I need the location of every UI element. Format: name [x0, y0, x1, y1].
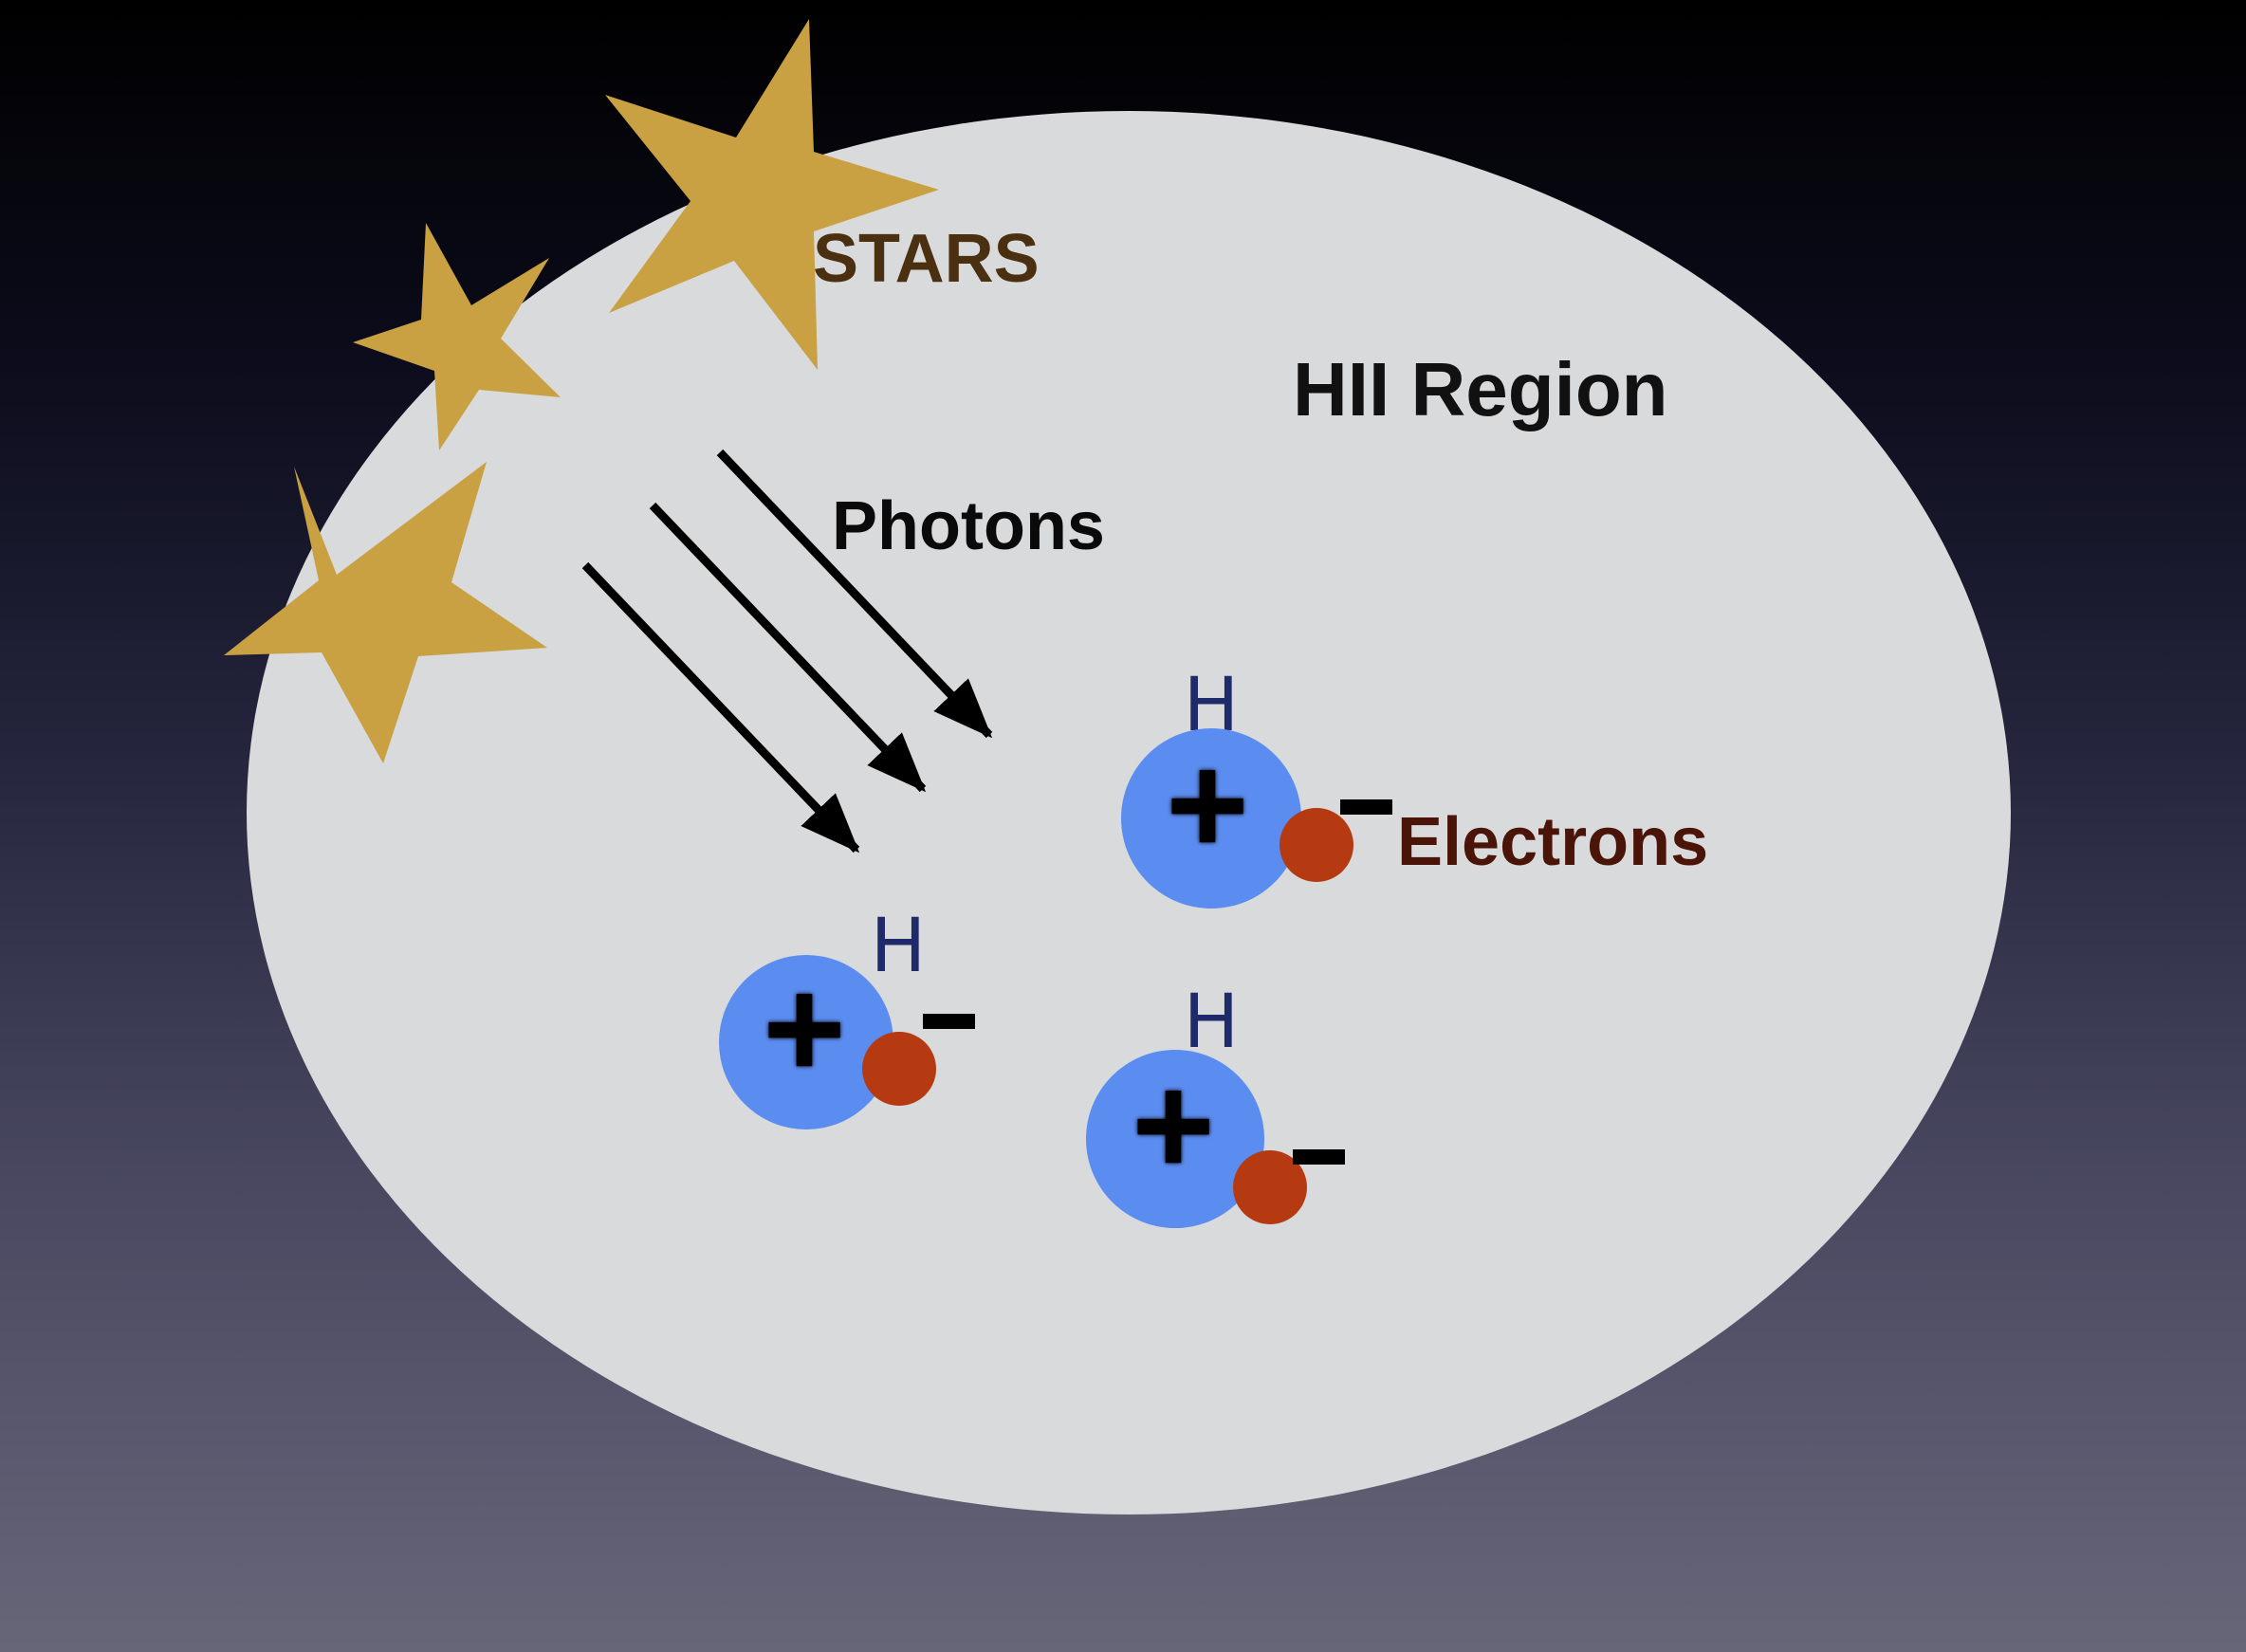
stars-group — [224, 19, 939, 763]
electrons-label: Electrons — [1397, 804, 1708, 880]
photon-arrow — [649, 502, 927, 793]
positive-charge-sign: + — [1132, 1045, 1215, 1204]
hydrogen-atom: H + + — [1086, 980, 1345, 1228]
negative-charge-sign — [1340, 799, 1392, 815]
star-large-top — [605, 19, 939, 370]
star-small-middle — [353, 223, 561, 450]
photons-label: Photons — [832, 488, 1105, 564]
positive-charge-sign: + — [763, 948, 846, 1108]
hydrogen-atom: H + + — [719, 904, 975, 1129]
hydrogen-symbol: H — [1184, 980, 1240, 1065]
positive-charge-sign: + — [1132, 1045, 1215, 1204]
photon-arrow — [716, 449, 993, 739]
electron — [1279, 808, 1353, 882]
proton-nucleus — [1121, 728, 1301, 909]
negative-charge-sign — [1293, 1149, 1345, 1165]
positive-charge-sign: + — [763, 948, 846, 1108]
positive-charge-sign: + — [1166, 725, 1249, 884]
proton-nucleus — [1086, 1050, 1264, 1228]
electron — [862, 1032, 936, 1106]
hii-region-label: HII Region — [1293, 347, 1668, 431]
photon-arrow — [581, 561, 860, 854]
stars-label: STARS — [813, 221, 1040, 297]
hydrogen-atom: H + + — [1121, 663, 1392, 909]
positive-charge-sign: + — [1166, 725, 1249, 884]
photon-arrows — [581, 449, 993, 854]
proton-nucleus — [719, 955, 893, 1129]
electron — [1233, 1150, 1307, 1224]
star-medium-bottom — [224, 462, 547, 763]
hydrogen-symbol: H — [871, 904, 927, 989]
negative-charge-sign — [923, 1014, 975, 1029]
